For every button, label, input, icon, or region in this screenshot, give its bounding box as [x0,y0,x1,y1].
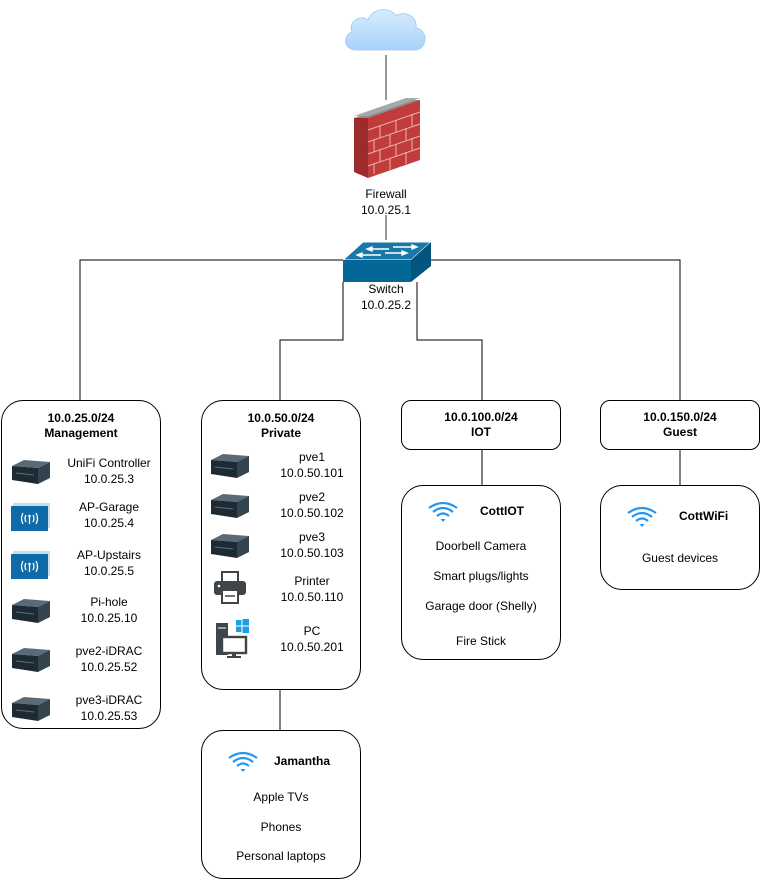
vlan-iot: 10.0.100.0/24 IOT [401,400,561,450]
wifi-icon [428,501,458,522]
wifi-icon [228,751,258,772]
vlan-subnet: 10.0.50.0/24 [247,411,315,425]
firewall-name: Firewall [365,187,407,201]
device-pve2: pve2 10.0.50.102 [209,489,359,523]
internet-cloud [340,2,430,58]
access-point-icon [11,551,50,579]
device-name: pve1 [298,450,326,464]
device-ip: 10.0.50.110 [280,590,344,604]
device-pi-hole: Pi-hole 10.0.25.10 [10,594,160,628]
switch-icon [341,240,433,283]
wifi-ssid: CottIOT [480,504,524,518]
wifi-client: Smart plugs/lights [433,569,529,583]
server-icon [12,697,50,721]
server-icon [211,494,249,518]
device-ip: 10.0.50.101 [280,466,344,480]
device-ap-garage: AP-Garage 10.0.25.4 [10,499,160,533]
wire-switch-management [79,259,343,400]
device-ip: 10.0.50.102 [280,506,344,520]
device-ip: 10.0.50.103 [280,546,344,560]
wifi-client: Doorbell Camera [435,539,527,553]
device-unifi-controller: UniFi Controller 10.0.25.3 [10,455,160,489]
windows-pc-icon [216,619,249,658]
vlan-name: Management [44,426,118,440]
device-name: Pi-hole [90,595,128,609]
device-name: pve3-iDRAC [75,693,143,707]
wifi-client: Phones [260,820,302,834]
device-printer: Printer 10.0.50.110 [209,571,359,607]
wifi-client: Personal laptops [236,849,326,863]
device-pve1: pve1 10.0.50.101 [209,449,359,483]
wire-switch-iot [416,282,483,400]
device-pve3: pve3 10.0.50.103 [209,529,359,563]
printer-icon [214,571,246,604]
device-name: pve2-iDRAC [75,644,143,658]
device-pve3-idrac: pve3-iDRAC 10.0.25.53 [10,692,160,726]
access-point-icon [11,503,50,531]
wifi-client: Apple TVs [253,790,309,804]
device-ip: 10.0.25.3 [83,472,135,486]
firewall-ip: 10.0.25.1 [360,203,412,217]
vlan-subnet: 10.0.25.0/24 [47,411,115,425]
vlan-subnet: 10.0.100.0/24 [444,410,518,424]
wire-switch-private [279,282,344,400]
wifi-client: Guest devices [641,551,719,565]
device-ip: 10.0.25.10 [80,611,138,625]
server-icon [211,534,249,558]
server-icon [12,648,50,672]
device-pc: PC 10.0.50.201 [209,619,359,659]
wifi-jamantha: Jamantha Apple TVs Phones Personal lapto… [201,730,361,879]
device-ip: 10.0.25.5 [83,564,135,578]
vlan-name: IOT [471,425,491,439]
device-name: pve3 [298,530,326,544]
device-name: AP-Garage [78,500,140,514]
firewall-label: Firewall 10.0.25.1 [336,186,436,218]
cloud-icon [345,9,426,51]
wifi-cottiot: CottIOT Doorbell Camera Smart plugs/ligh… [401,485,561,660]
wire-switch-guest [428,259,681,400]
device-ip: 10.0.25.4 [83,516,135,530]
device-name: UniFi Controller [67,456,151,470]
switch-name: Switch [368,282,404,296]
wifi-icon [627,506,657,527]
device-ip: 10.0.50.201 [280,640,344,654]
vlan-name: Private [260,426,302,440]
device-ip: 10.0.25.53 [80,709,138,723]
device-name: AP-Upstairs [76,548,141,562]
server-icon [12,599,50,623]
device-pve2-idrac: pve2-iDRAC 10.0.25.52 [10,643,160,677]
wifi-cottwifi: CottWiFi Guest devices [600,485,760,590]
wifi-client: Garage door (Shelly) [425,599,537,613]
vlan-name: Guest [662,425,697,439]
device-ap-upstairs: AP-Upstairs 10.0.25.5 [10,547,160,581]
wifi-ssid: Jamantha [274,754,331,768]
vlan-private: 10.0.50.0/24 Private pve1 10.0.50.101 pv… [201,400,361,690]
wifi-client: Fire Stick [455,634,506,648]
firewall-icon [350,98,422,178]
device-ip: 10.0.25.52 [80,660,138,674]
device-name: Printer [294,574,330,588]
server-icon [12,460,50,484]
vlan-subnet: 10.0.150.0/24 [643,410,717,424]
device-name: PC [303,624,321,638]
vlan-guest: 10.0.150.0/24 Guest [600,400,760,450]
device-name: pve2 [298,490,326,504]
wifi-ssid: CottWiFi [679,509,729,523]
switch-label: Switch 10.0.25.2 [336,281,436,313]
server-icon [211,454,249,478]
switch-ip: 10.0.25.2 [360,298,412,312]
vlan-management: 10.0.25.0/24 Management UniFi Controller… [1,400,161,729]
